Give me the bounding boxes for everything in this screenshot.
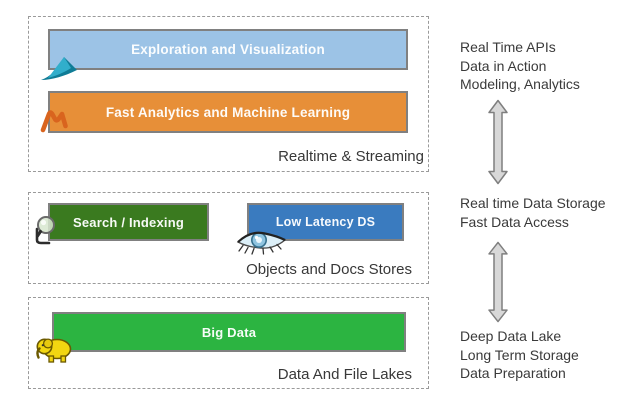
- annotation-line: Real time Data Storage: [460, 195, 606, 211]
- bar-label: Exploration and Visualization: [131, 42, 325, 57]
- double-vertical-arrow-icon: [488, 99, 508, 185]
- bar-label: Big Data: [201, 324, 257, 340]
- bar-label: Fast Analytics and Machine Learning: [105, 104, 351, 120]
- bar-label: Low Latency DS: [275, 215, 376, 229]
- bar-fast-analytics-ml: Fast Analytics and Machine Learning: [48, 91, 408, 133]
- annotation-deep-data-lake: Deep Data Lake Long Term Storage Data Pr…: [460, 327, 579, 383]
- hadoop-elephant-icon: [36, 338, 72, 363]
- eye-icon: [236, 231, 287, 255]
- annotation-realtime-storage: Real time Data Storage Fast Data Access: [460, 194, 606, 231]
- section-label-objects-docs-stores: Objects and Docs Stores: [246, 261, 412, 278]
- annotation-line: Data in Action: [460, 57, 547, 74]
- section-label-realtime-streaming: Realtime & Streaming: [278, 148, 424, 165]
- exploration-swoosh-icon: [41, 57, 77, 80]
- annotation-line: Modeling, Analytics: [460, 76, 580, 92]
- double-vertical-arrow-icon: [488, 241, 508, 323]
- annotation-line: Fast Data Access: [460, 213, 569, 230]
- spark-flame-icon: [40, 110, 68, 133]
- bar-search-indexing: Search / Indexing: [48, 203, 209, 241]
- annotation-line: Real Time APIs: [460, 39, 556, 55]
- bar-label: Search / Indexing: [72, 214, 185, 230]
- annotation-line: Long Term Storage: [460, 346, 579, 363]
- magnifier-icon: [35, 216, 55, 245]
- annotation-line: Data Preparation: [460, 365, 566, 381]
- annotation-line: Deep Data Lake: [460, 328, 562, 344]
- bar-exploration-visualization: Exploration and Visualization: [48, 29, 408, 70]
- bar-big-data: Big Data: [52, 312, 406, 352]
- section-label-data-file-lakes: Data And File Lakes: [277, 366, 412, 383]
- annotation-realtime-apis: Real Time APIs Data in Action Modeling, …: [460, 38, 580, 94]
